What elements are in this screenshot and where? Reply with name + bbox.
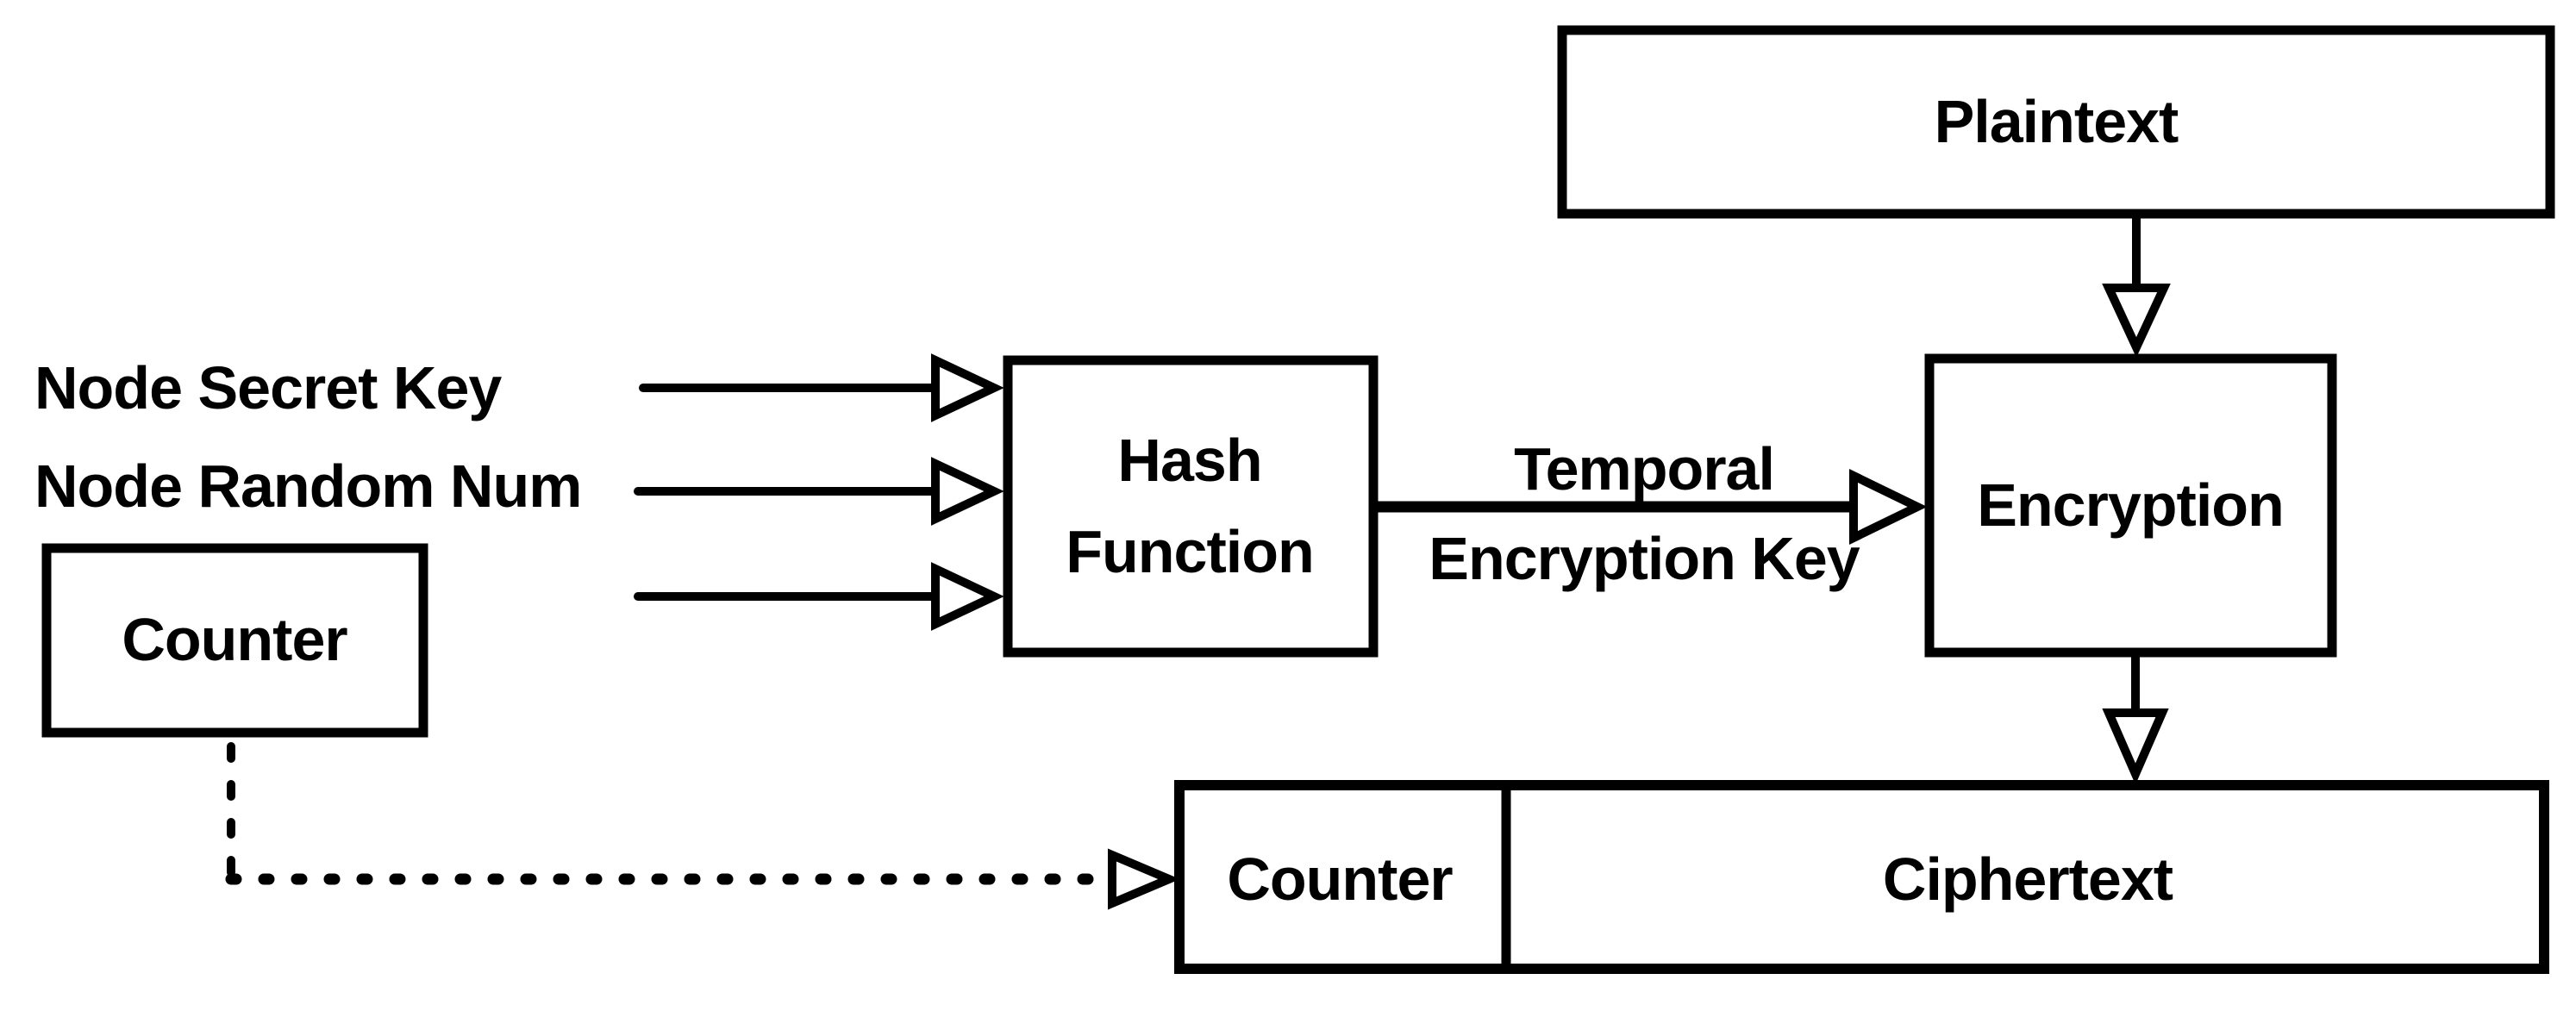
- output-counter-label: Counter: [1227, 846, 1453, 913]
- arrowhead-icon: [1108, 848, 1180, 910]
- arrowhead-icon: [2102, 708, 2169, 785]
- encryption-box: [1924, 353, 2337, 658]
- plaintext-box: [1557, 25, 2555, 219]
- encryption-label: Encryption: [1977, 471, 2284, 539]
- arrowhead-icon: [931, 353, 1004, 422]
- arrow-counter-to-output-dashed: [225, 742, 1180, 910]
- counter-label: Counter: [122, 606, 347, 673]
- hash-function-label-line1: Hash: [1117, 427, 1261, 494]
- plaintext-label: Plaintext: [1935, 88, 2179, 155]
- counter-box: [41, 543, 428, 738]
- arrow-node-secret-key: [639, 353, 1004, 422]
- temporal-key-label-line1: Temporal: [1514, 435, 1774, 502]
- hash-function-label-line2: Function: [1066, 518, 1313, 585]
- arrow-counter-input: [634, 562, 1004, 631]
- arrowhead-icon: [2102, 284, 2171, 358]
- hash-function-box: [1003, 355, 1379, 658]
- output-ciphertext-label: Ciphertext: [1883, 846, 2173, 913]
- output-box: [1174, 780, 2549, 974]
- arrow-temporal-encryption-key: [1378, 469, 1928, 545]
- node-secret-key-label: Node Secret Key: [34, 354, 502, 421]
- node-random-num-label: Node Random Num: [34, 452, 581, 520]
- arrow-plaintext-to-encryption: [2102, 214, 2171, 358]
- arrow-encryption-to-output: [2102, 652, 2169, 785]
- arrow-node-random-num: [634, 457, 1004, 526]
- arrowhead-icon: [931, 457, 1004, 526]
- arrowhead-icon: [931, 562, 1004, 631]
- arrowhead-icon: [1849, 469, 1928, 545]
- temporal-key-label-line2: Encryption Key: [1429, 525, 1860, 592]
